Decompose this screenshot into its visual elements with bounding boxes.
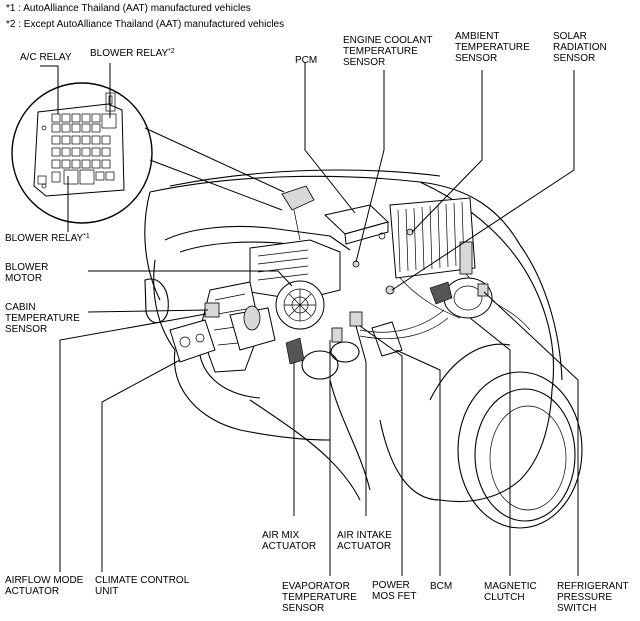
label-blower-relay-2: BLOWER RELAY*2 [90, 48, 175, 59]
label-engine-coolant-temperature-sensor: ENGINE COOLANT TEMPERATURE SENSOR [343, 35, 433, 68]
hvac-module [164, 185, 403, 373]
label-air-mix-actuator: AIR MIX ACTUATOR [262, 530, 317, 552]
footnote-except-aat: *2 : Except AutoAlliance Thailand (AAT) … [6, 19, 285, 30]
label-pcm: PCM [295, 55, 318, 66]
label-cabin-temperature-sensor: CABIN TEMPERATURE SENSOR [5, 302, 80, 335]
label-ac-relay: A/C RELAY [20, 52, 72, 63]
label-evaporator-temperature-sensor: EVAPORATOR TEMPERATURE SENSOR [282, 581, 357, 614]
label-solar-radiation-sensor: SOLAR RADIATION SENSOR [553, 31, 607, 64]
label-blower-relay-1: BLOWER RELAY*1 [5, 233, 90, 244]
leader-lines [40, 62, 579, 576]
label-refrigerant-pressure-switch: REFRIGERANT PRESSURE SWITCH [557, 581, 629, 614]
label-ambient-temperature-sensor: AMBIENT TEMPERATURE SENSOR [455, 31, 530, 64]
footnote-aat: *1 : AutoAlliance Thailand (AAT) manufac… [6, 3, 251, 14]
label-bcm: BCM [430, 581, 453, 592]
label-air-intake-actuator: AIR INTAKE ACTUATOR [337, 530, 392, 552]
label-power-mos-fet: POWER MOS FET [372, 580, 417, 602]
relay-block-inset [11, 82, 285, 224]
label-magnetic-clutch: MAGNETIC CLUTCH [484, 581, 537, 603]
vehicle-outline [144, 169, 583, 529]
label-blower-motor: BLOWER MOTOR [5, 262, 49, 284]
label-climate-control-unit: CLIMATE CONTROL UNIT [95, 575, 190, 597]
label-airflow-mode-actuator: AIRFLOW MODE ACTUATOR [5, 575, 84, 597]
